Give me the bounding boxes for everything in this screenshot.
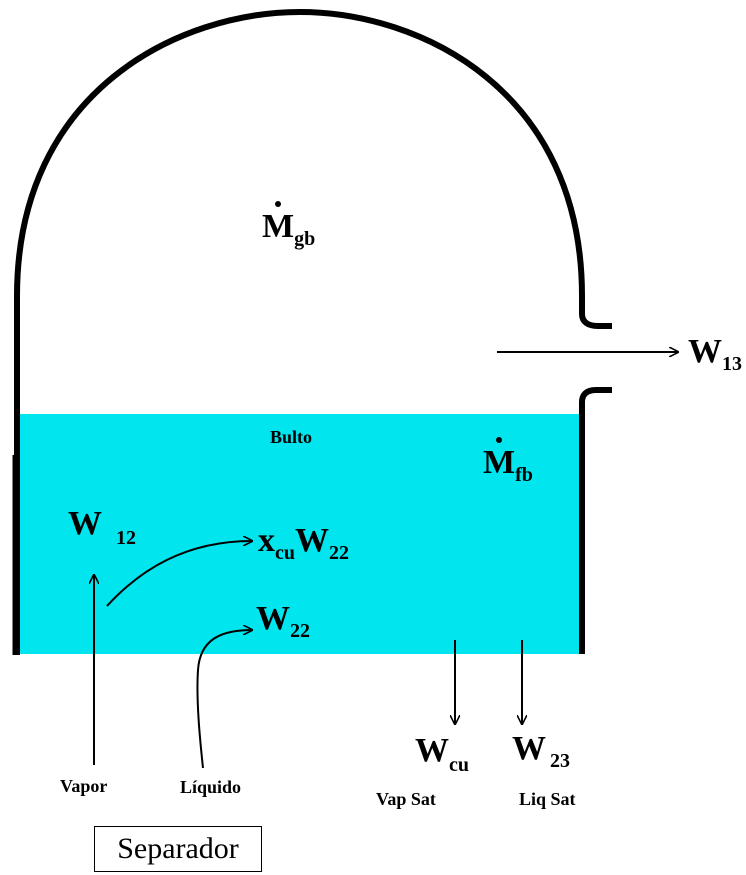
m-fb-main: M	[483, 437, 516, 481]
w22-main: W	[256, 600, 290, 637]
wcu-main: W	[415, 732, 449, 769]
w12-main: W	[68, 505, 102, 542]
mass-gas-bulk-label: Mgb	[262, 201, 315, 250]
w12-label: W 12	[68, 505, 136, 549]
bulto-label: Bulto	[270, 427, 313, 447]
w13-label: W13	[688, 333, 742, 375]
xcu-pre: x	[258, 522, 275, 559]
w22-label: W22	[256, 600, 310, 642]
vessel-right-lower-wall	[579, 387, 612, 654]
w23-main: W	[512, 730, 546, 767]
carry-under-arrow	[106, 541, 252, 607]
liquid-bulk-region	[18, 414, 582, 654]
m-gb-main: M	[262, 201, 295, 245]
liquido-label: Líquido	[180, 777, 242, 797]
mass-liquid-bulk-label: Mfb	[483, 437, 533, 486]
xcu-w-main: W	[295, 522, 329, 559]
xcu-pre-sub: cu	[275, 542, 295, 564]
m-fb-sub: fb	[515, 464, 533, 486]
xcu-w-sub: 22	[329, 542, 349, 564]
vapor-label: Vapor	[60, 776, 108, 796]
wcu-sub: cu	[449, 754, 469, 776]
w23-sub: 23	[550, 750, 570, 772]
w13-sub: 13	[722, 353, 742, 375]
vap-sat-label: Vap Sat	[376, 789, 436, 809]
w22-sub: 22	[290, 620, 310, 642]
vessel-dome-wall	[14, 8, 612, 655]
w12-sub: 12	[116, 527, 136, 549]
liquid-inlet-arrow	[196, 630, 252, 769]
liq-sat-label: Liq Sat	[519, 789, 576, 809]
separador-box: Separador	[94, 826, 262, 872]
xcu-w22-label: xcuW22	[258, 522, 349, 564]
w13-main: W	[688, 333, 722, 370]
m-gb-sub: gb	[294, 228, 316, 250]
separador-label: Separador	[117, 832, 239, 865]
wcu-label: Wcu	[415, 732, 469, 776]
